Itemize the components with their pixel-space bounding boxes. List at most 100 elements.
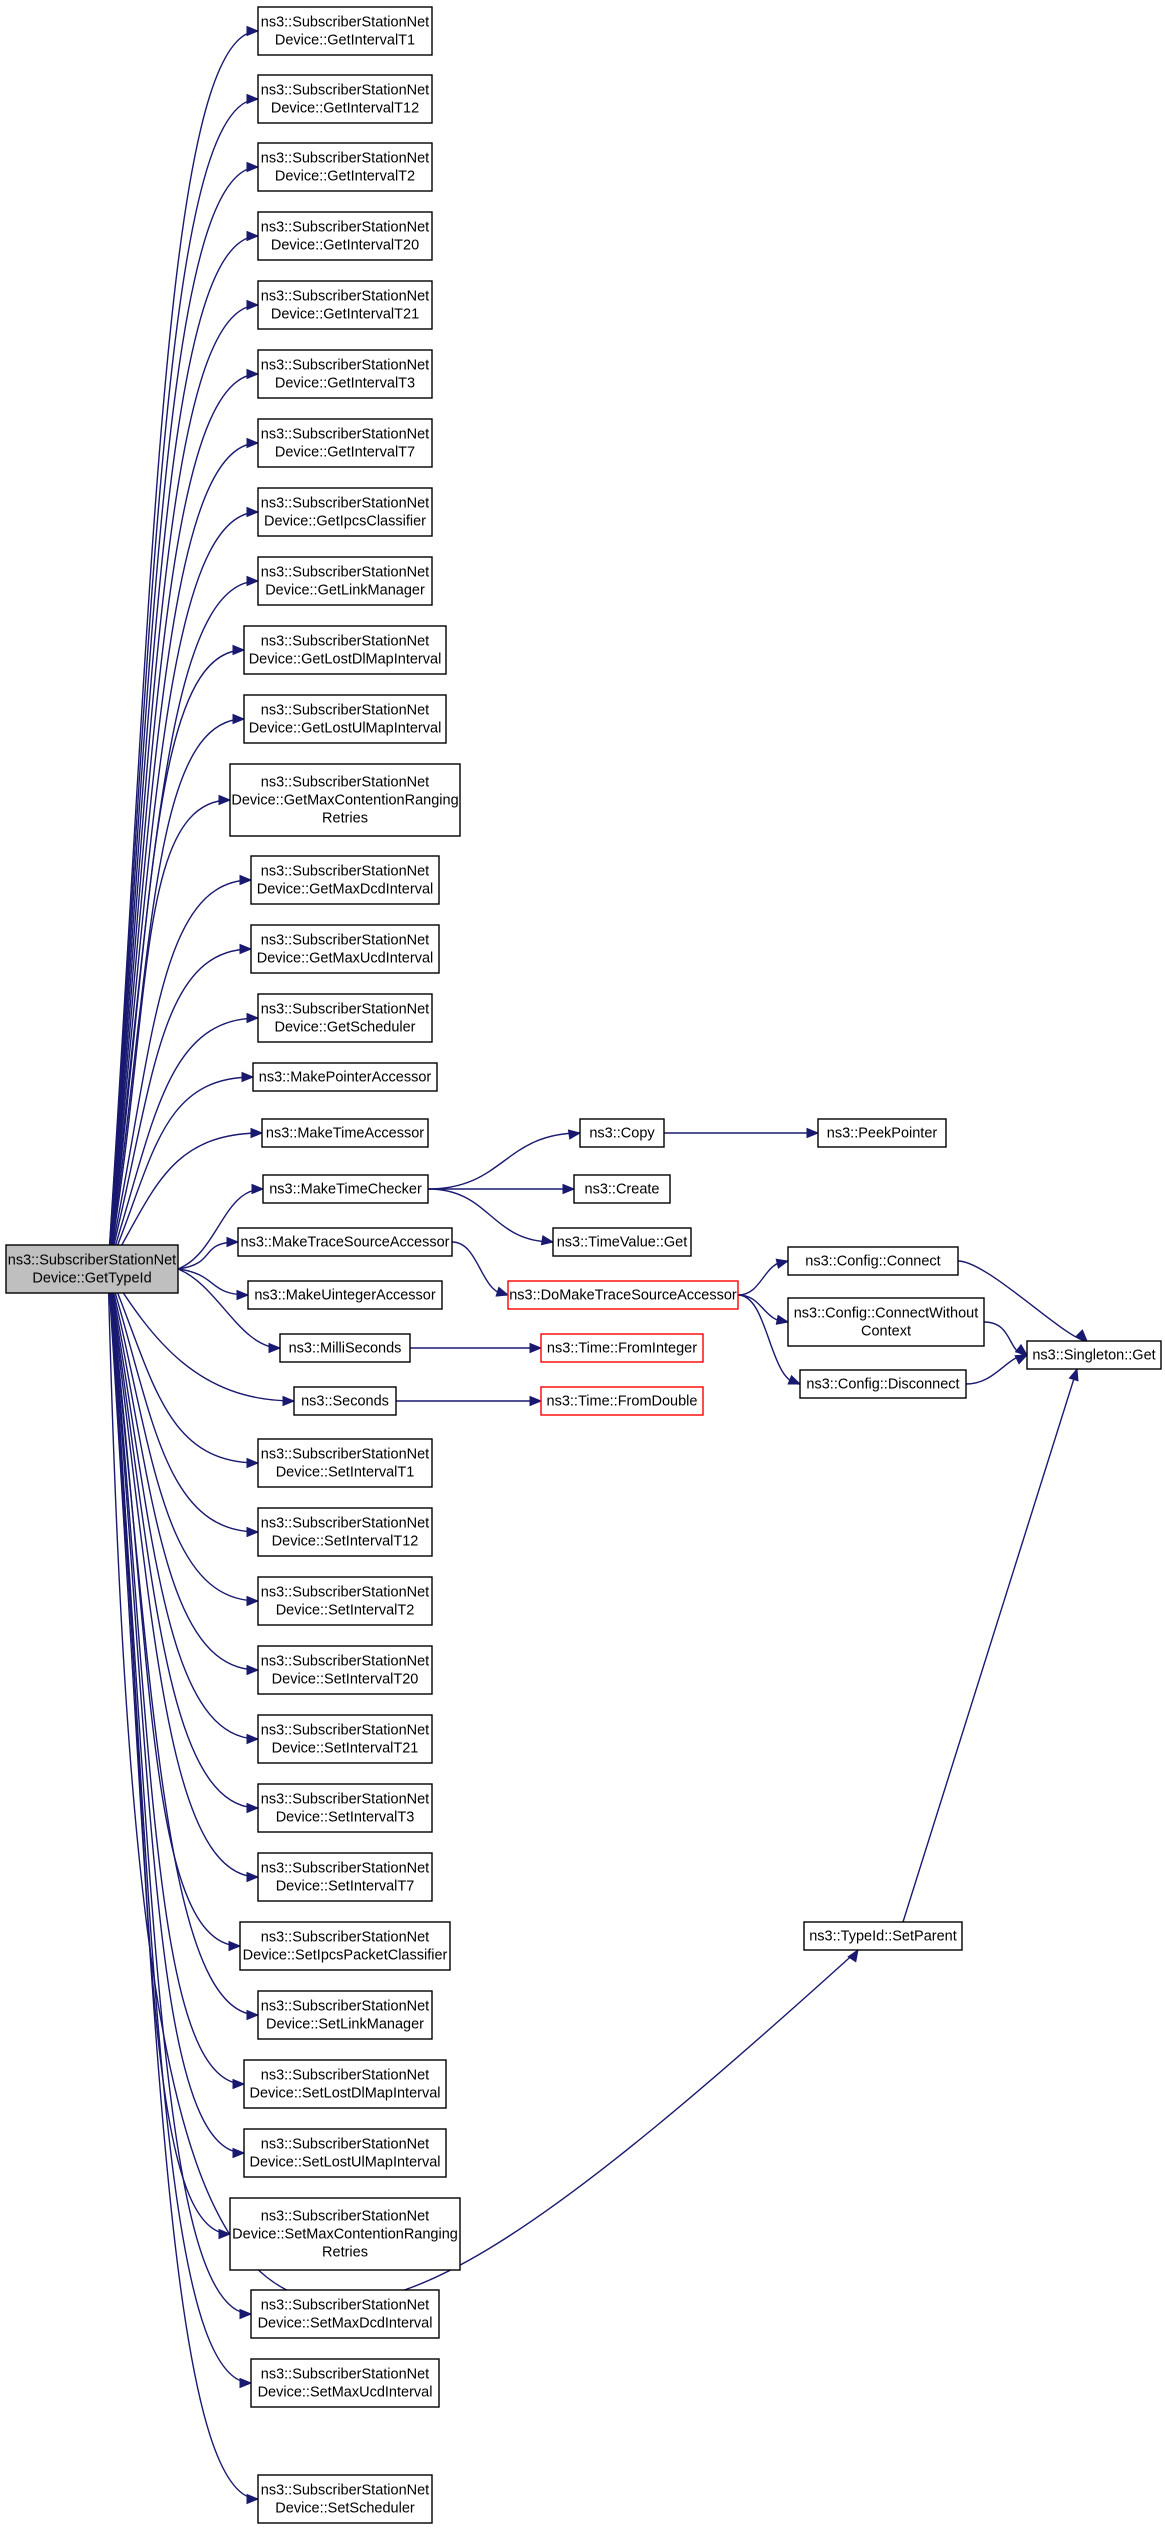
arrowhead-n12: [218, 794, 232, 806]
arrowhead-n15: [246, 1012, 260, 1024]
node-box: [243, 625, 447, 675]
node-box: [252, 1062, 438, 1092]
node-n21[interactable]: ns3::MilliSeconds: [279, 1333, 411, 1363]
node-c3[interactable]: ns3::TimeValue::Get: [552, 1227, 692, 1257]
node-n25[interactable]: ns3::SubscriberStationNetDevice::SetInte…: [257, 1576, 433, 1626]
node-n23[interactable]: ns3::SubscriberStationNetDevice::SetInte…: [257, 1438, 433, 1488]
node-n2[interactable]: ns3::SubscriberStationNetDevice::GetInte…: [257, 74, 433, 124]
edge-root-to-n27: [107, 1268, 259, 1740]
edge-root-to-n6: [107, 373, 259, 1270]
node-n33[interactable]: ns3::SubscriberStationNetDevice::SetLost…: [243, 2128, 447, 2178]
node-label-line: Device::GetIntervalT21: [271, 307, 419, 323]
edge-n18-to-c3: [427, 1188, 554, 1243]
node-n6[interactable]: ns3::SubscriberStationNetDevice::GetInte…: [257, 349, 433, 399]
node-n37[interactable]: ns3::SubscriberStationNetDevice::SetSche…: [257, 2474, 433, 2524]
node-box: [5, 1244, 179, 1294]
root-node[interactable]: ns3::SubscriberStationNetDevice::GetType…: [5, 1244, 179, 1294]
node-n1[interactable]: ns3::SubscriberStationNetDevice::GetInte…: [257, 6, 433, 56]
node-label-line: ns3::MakePointerAccessor: [259, 1070, 432, 1086]
node-n8[interactable]: ns3::SubscriberStationNetDevice::GetIpcs…: [257, 487, 433, 537]
arrowhead-n3: [246, 161, 260, 173]
node-n13[interactable]: ns3::SubscriberStationNetDevice::GetMaxD…: [250, 855, 440, 905]
node-label-line: ns3::SubscriberStationNet: [261, 2367, 429, 2383]
node-n9[interactable]: ns3::SubscriberStationNetDevice::GetLink…: [257, 556, 433, 606]
node-box: [540, 1386, 704, 1416]
node-c5[interactable]: ns3::Time::FromInteger: [540, 1333, 704, 1363]
node-d1[interactable]: ns3::PeekPointer: [817, 1118, 947, 1148]
node-n5[interactable]: ns3::SubscriberStationNetDevice::GetInte…: [257, 280, 433, 330]
arrowhead-c2: [562, 1183, 576, 1195]
arrowhead-n19: [226, 1236, 240, 1248]
node-box: [1026, 1340, 1162, 1370]
node-n31[interactable]: ns3::SubscriberStationNetDevice::SetLink…: [257, 1990, 433, 2040]
node-n12[interactable]: ns3::SubscriberStationNetDevice::GetMaxC…: [229, 763, 461, 837]
node-t1[interactable]: ns3::TypeId::SetParent: [803, 1921, 963, 1951]
node-n30[interactable]: ns3::SubscriberStationNetDevice::SetIpcs…: [239, 1921, 451, 1971]
node-n34[interactable]: ns3::SubscriberStationNetDevice::SetMaxC…: [229, 2197, 461, 2271]
arrowhead-n14: [239, 943, 253, 955]
node-c4[interactable]: ns3::DoMakeTraceSourceAccessor: [507, 1280, 739, 1310]
edge-n18-to-c1: [427, 1132, 581, 1190]
node-n14[interactable]: ns3::SubscriberStationNetDevice::GetMaxU…: [250, 924, 440, 974]
node-box: [257, 1990, 433, 2040]
node-n20[interactable]: ns3::MakeUintegerAccessor: [247, 1280, 443, 1310]
node-d4[interactable]: ns3::Config::Disconnect: [799, 1369, 967, 1399]
node-box: [243, 2128, 447, 2178]
arrowhead-n27: [246, 1733, 260, 1745]
node-c6[interactable]: ns3::Time::FromDouble: [540, 1386, 704, 1416]
node-n35[interactable]: ns3::SubscriberStationNetDevice::SetMaxD…: [250, 2289, 440, 2339]
edge-root-to-n9: [107, 580, 259, 1270]
node-box: [787, 1246, 959, 1276]
node-n15[interactable]: ns3::SubscriberStationNetDevice::GetSche…: [257, 993, 433, 1043]
node-d2[interactable]: ns3::Config::Connect: [787, 1246, 959, 1276]
arrowhead-n10: [232, 644, 246, 656]
node-c1[interactable]: ns3::Copy: [579, 1118, 665, 1148]
node-n11[interactable]: ns3::SubscriberStationNetDevice::GetLost…: [243, 694, 447, 744]
node-label-line: ns3::SubscriberStationNet: [8, 1253, 176, 1269]
arrowhead-n25: [246, 1595, 260, 1607]
node-n29[interactable]: ns3::SubscriberStationNetDevice::SetInte…: [257, 1852, 433, 1902]
node-n17[interactable]: ns3::MakeTimeAccessor: [261, 1118, 429, 1148]
arrowhead-n17: [250, 1127, 264, 1139]
node-n27[interactable]: ns3::SubscriberStationNetDevice::SetInte…: [257, 1714, 433, 1764]
node-n18[interactable]: ns3::MakeTimeChecker: [262, 1174, 429, 1204]
node-box: [507, 1280, 739, 1310]
node-n10[interactable]: ns3::SubscriberStationNetDevice::GetLost…: [243, 625, 447, 675]
node-label-line: ns3::Singleton::Get: [1032, 1348, 1155, 1364]
node-c2[interactable]: ns3::Create: [573, 1174, 671, 1204]
node-label-line: Device::SetIntervalT1: [276, 1465, 415, 1481]
node-box: [229, 2197, 461, 2271]
node-n3[interactable]: ns3::SubscriberStationNetDevice::GetInte…: [257, 142, 433, 192]
edge-root-to-n21: [177, 1268, 281, 1349]
node-label-line: Device::SetLostUlMapInterval: [250, 2155, 441, 2171]
node-box: [257, 142, 433, 192]
node-n24[interactable]: ns3::SubscriberStationNetDevice::SetInte…: [257, 1507, 433, 1557]
node-box: [237, 1227, 453, 1257]
node-n26[interactable]: ns3::SubscriberStationNetDevice::SetInte…: [257, 1645, 433, 1695]
arrowhead-n7: [246, 437, 260, 449]
node-box: [239, 1921, 451, 1971]
node-n19[interactable]: ns3::MakeTraceSourceAccessor: [237, 1227, 453, 1257]
node-n7[interactable]: ns3::SubscriberStationNetDevice::GetInte…: [257, 418, 433, 468]
node-n36[interactable]: ns3::SubscriberStationNetDevice::SetMaxU…: [250, 2358, 440, 2408]
node-n16[interactable]: ns3::MakePointerAccessor: [252, 1062, 438, 1092]
arrowhead-n37: [246, 2493, 260, 2505]
arrowhead-n21: [268, 1342, 282, 1354]
arrowhead-c3: [540, 1234, 555, 1246]
node-n22[interactable]: ns3::Seconds: [293, 1386, 397, 1416]
node-label-line: ns3::SubscriberStationNet: [261, 703, 429, 719]
arrowhead-n35: [239, 2308, 253, 2320]
node-label-line: ns3::Config::Disconnect: [806, 1377, 959, 1393]
node-n28[interactable]: ns3::SubscriberStationNetDevice::SetInte…: [257, 1783, 433, 1833]
node-n4[interactable]: ns3::SubscriberStationNetDevice::GetInte…: [257, 211, 433, 261]
arrowhead-d1: [806, 1127, 820, 1139]
node-label-line: Device::GetLinkManager: [265, 583, 425, 599]
node-n32[interactable]: ns3::SubscriberStationNetDevice::SetLost…: [243, 2059, 447, 2109]
node-label-line: Device::GetScheduler: [274, 1020, 415, 1036]
node-label-line: ns3::SubscriberStationNet: [261, 2298, 429, 2314]
node-d5[interactable]: ns3::Singleton::Get: [1026, 1340, 1162, 1370]
node-label-line: Device::GetIntervalT3: [275, 376, 415, 392]
node-label-line: Device::SetMaxDcdInterval: [258, 2316, 433, 2332]
node-label-line: ns3::SubscriberStationNet: [261, 2068, 429, 2084]
